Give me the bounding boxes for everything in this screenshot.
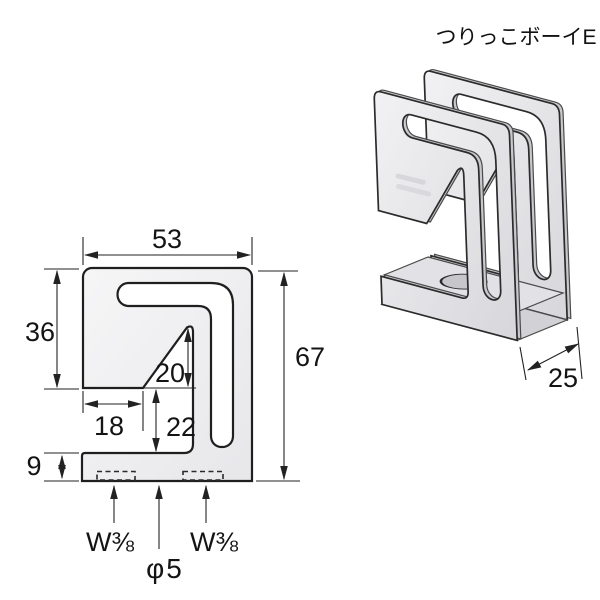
dim-notch-rise: 20	[155, 327, 192, 388]
bolt-right-label: W⅜	[190, 527, 238, 557]
bolt-left-label: W⅜	[86, 527, 134, 557]
embossed-mark	[395, 173, 432, 197]
dim-total-height: 67	[256, 270, 325, 482]
side-view: 53 36 67 20 18	[25, 224, 325, 584]
dim-base-height: 9	[26, 451, 79, 482]
ext-line	[519, 346, 527, 381]
part-profile	[80, 266, 254, 483]
dim-total-height-label: 67	[295, 342, 325, 372]
dim-notch-run: 18	[82, 391, 144, 441]
dim-upper-height-label: 36	[25, 317, 55, 347]
dim-notch-run-label: 18	[94, 411, 124, 441]
hole-label: φ5	[146, 553, 184, 584]
dim-lower-height: 22	[152, 388, 196, 453]
product-title: つりっこボーイE	[435, 26, 596, 49]
dim-base-height-label: 9	[26, 451, 41, 481]
dim-top-width-label: 53	[152, 224, 182, 254]
dim-top-width: 53	[82, 224, 253, 265]
iso-view: 25	[373, 68, 583, 393]
callout-bolt-left: W⅜	[86, 484, 134, 557]
dim-depth: 25	[519, 326, 583, 393]
dim-upper-height: 36	[25, 268, 79, 390]
hidden-hole-right	[182, 470, 224, 481]
callout-hole: φ5	[146, 484, 184, 584]
dim-line-depth	[526, 343, 580, 371]
dim-depth-label: 25	[548, 363, 578, 393]
dim-lower-height-label: 22	[166, 412, 196, 442]
hidden-hole-left	[96, 470, 136, 481]
callout-bolt-right: W⅜	[190, 484, 238, 557]
ext-line	[576, 326, 583, 380]
front-plate-face	[373, 90, 519, 342]
dim-notch-rise-label: 20	[155, 358, 185, 388]
